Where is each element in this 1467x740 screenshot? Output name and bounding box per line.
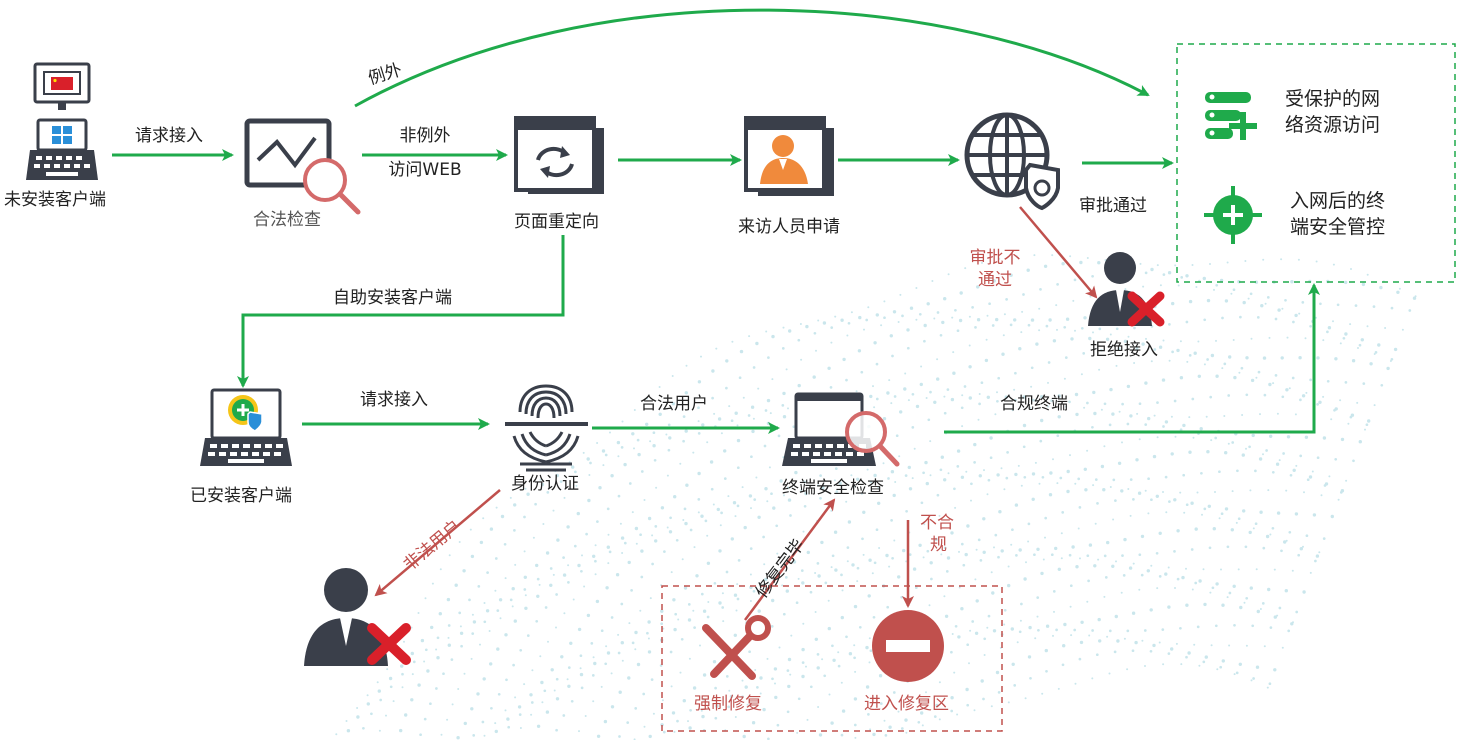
endpoint-check-label: 终端安全检查 [782, 478, 884, 498]
legal-user-label: 合法用户 [640, 394, 708, 414]
crosshair-plus-icon [1204, 186, 1262, 244]
request-access-label-1: 请求接入 [135, 126, 203, 146]
arrow-compliant [944, 283, 1320, 434]
compliant-terminal-label: 合规终端 [1000, 394, 1068, 414]
repair-zone-frame [661, 585, 1003, 732]
protected-label-2: 络资源访问 [1285, 114, 1381, 136]
non-compliant-label-1: 不合 [920, 513, 954, 533]
non-exception-label-2: 访问WEB [388, 160, 462, 180]
arrow-approval-fail [1019, 206, 1098, 299]
wrench-icon [702, 615, 771, 680]
approval-pass-label: 审批通过 [1079, 196, 1147, 216]
non-exception-label-1: 非例外 [399, 126, 451, 146]
security-label-1: 入网后的终 [1290, 190, 1386, 212]
page-redirect-icon [514, 116, 604, 194]
reject-access-label-1: 拒绝接入 [1090, 340, 1158, 360]
arrow-repair-done [743, 498, 836, 621]
protected-label-1: 受保护的网 [1285, 88, 1381, 110]
security-label-2: 端安全管控 [1290, 216, 1386, 238]
installed-client-label: 已安装客户端 [190, 486, 292, 506]
approval-fail-label-1: 审批不 [969, 248, 1021, 268]
arrow-self-install [237, 235, 565, 388]
page-redirect-label: 页面重定向 [514, 212, 599, 232]
reject-arrows [374, 206, 1098, 621]
no-entry-icon [872, 610, 944, 682]
server-list-icon [1205, 92, 1257, 140]
cross-icon [1127, 291, 1165, 327]
enter-repair-zone-label: 进入修复区 [864, 694, 949, 714]
visitor-apply-label: 来访人员申请 [738, 217, 840, 237]
arrow-illegal-user [374, 489, 501, 597]
reject-user-icon-2 [304, 568, 411, 666]
flow-arrows [112, 8, 1320, 434]
uninstalled-client-icon [26, 62, 98, 180]
uninstalled-client-label: 未安装客户端 [4, 190, 106, 210]
protected-resources-frame [1176, 43, 1456, 283]
globe-icon [964, 112, 1060, 211]
approval-fail-label-2: 通过 [978, 270, 1012, 290]
identity-auth-label: 身份认证 [511, 474, 579, 494]
legal-check-icon [244, 118, 361, 215]
cross-icon [367, 623, 411, 665]
fingerprint-icon [505, 384, 588, 472]
self-install-label: 自助安装客户端 [333, 288, 452, 308]
reject-user-icon-1 [1088, 252, 1165, 327]
windows-logo-icon [52, 126, 72, 144]
installed-client-icon [200, 388, 292, 466]
china-flag-icon [51, 77, 73, 90]
magnifier-icon [845, 411, 900, 467]
visitor-apply-icon [744, 116, 834, 196]
arrow-exception-curve [354, 8, 1150, 108]
non-compliant-label-2: 规 [930, 535, 947, 555]
magnifier-icon [303, 158, 361, 215]
endpoint-check-icon [782, 392, 900, 467]
force-repair-label: 强制修复 [694, 694, 762, 714]
legal-check-label: 合法检查 [253, 210, 321, 230]
request-access-label-2: 请求接入 [360, 390, 428, 410]
